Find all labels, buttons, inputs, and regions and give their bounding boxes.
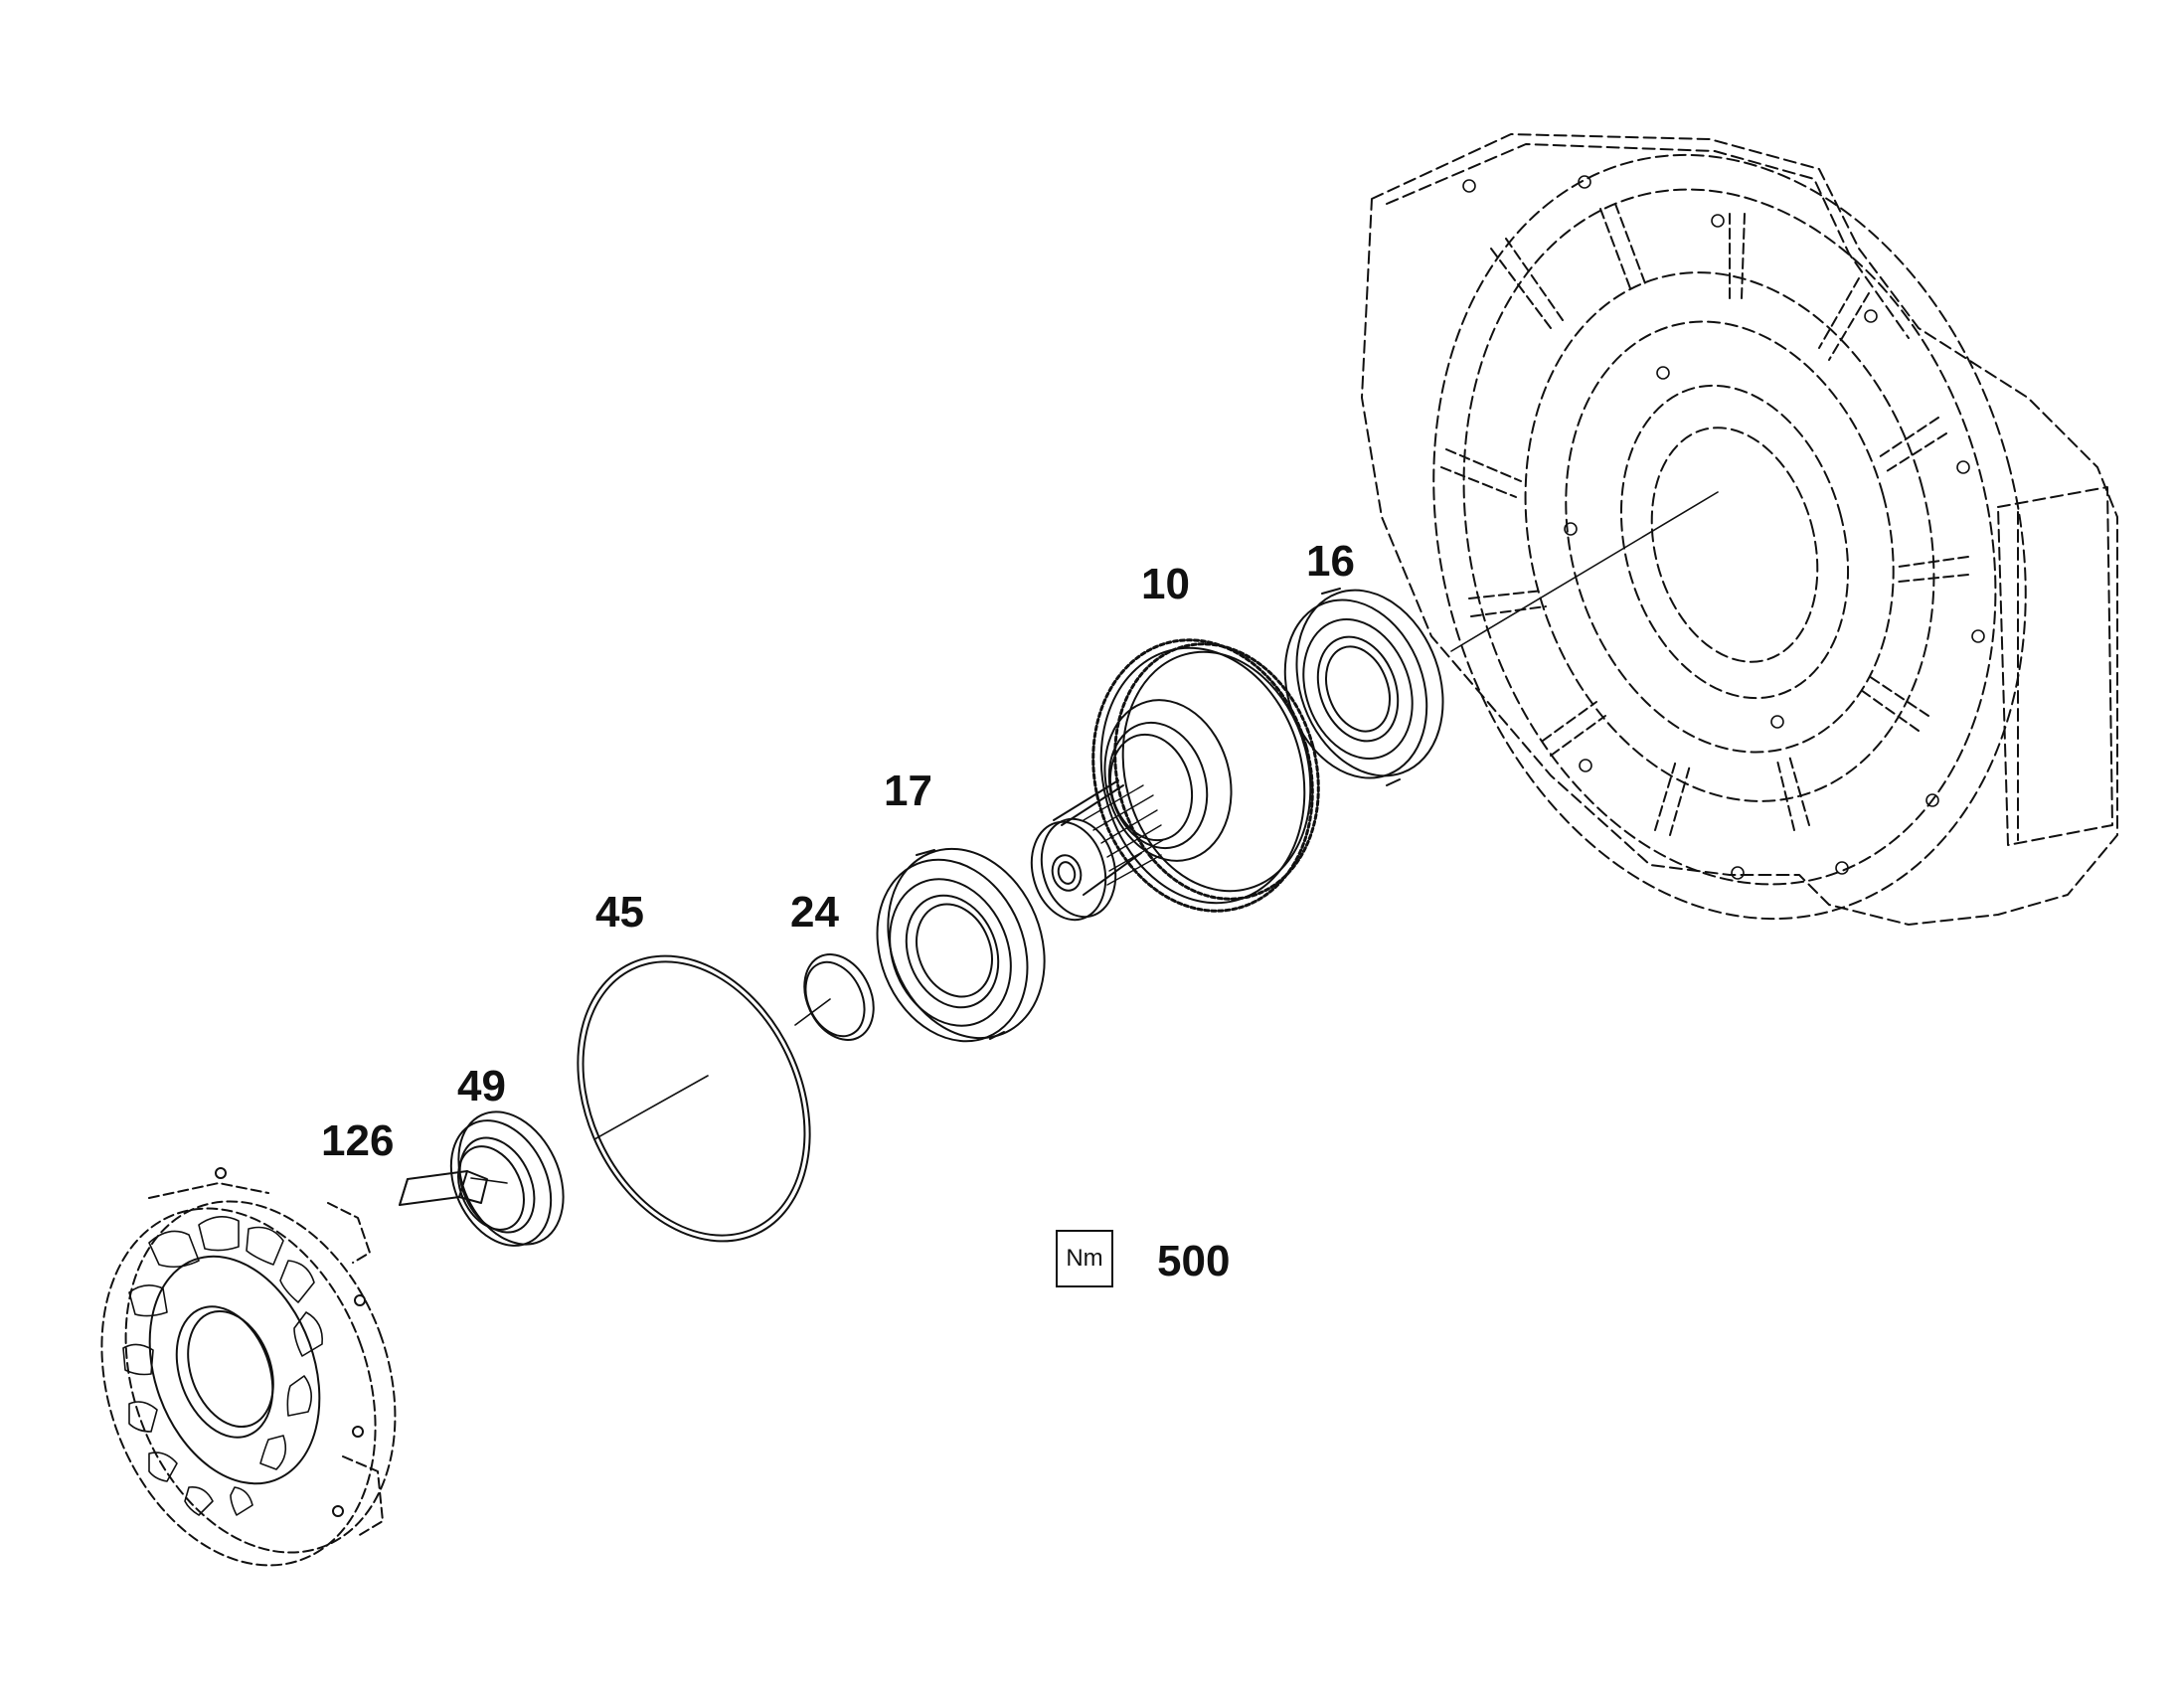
cover-pockets [122, 1167, 366, 1517]
callout-49: 49 [457, 1062, 506, 1110]
housing-bolt-holes [1462, 175, 1985, 880]
snap-ring-24 [794, 953, 875, 1041]
gearbox-housing [1361, 133, 2118, 926]
housing-ribs [1440, 203, 1969, 836]
o-ring-45 [577, 954, 811, 1243]
callout-labels: 16 10 17 24 45 49 126 [321, 537, 1355, 1165]
axis-leader-housing [1450, 491, 1719, 652]
bearing-17 [876, 847, 1046, 1043]
torque-unit-label: Nm [1066, 1245, 1103, 1272]
gear-shaft-10 [1030, 638, 1320, 922]
torque-unit-box: Nm [1056, 1230, 1113, 1287]
key-126 [399, 1170, 508, 1206]
callout-24: 24 [790, 888, 839, 937]
callout-10: 10 [1141, 560, 1190, 608]
callout-16: 16 [1306, 537, 1355, 586]
torque-value: 500 [1157, 1237, 1231, 1285]
cover-plate [100, 1182, 397, 1567]
bearing-16 [1283, 588, 1444, 786]
seal-49 [449, 1110, 565, 1247]
callout-17: 17 [884, 767, 932, 815]
callout-126: 126 [321, 1116, 394, 1165]
callout-45: 45 [595, 888, 644, 937]
